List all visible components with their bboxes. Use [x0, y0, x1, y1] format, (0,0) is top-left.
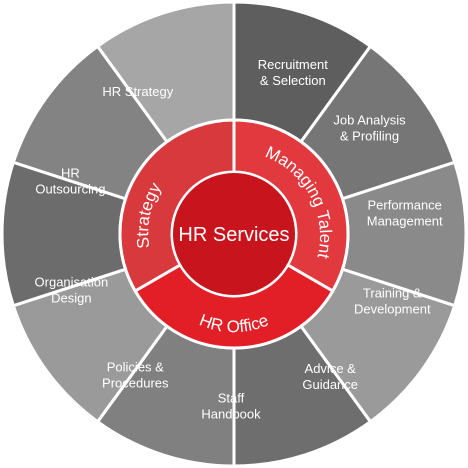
segment-label-policies-and-procedures: Policies &Procedures: [102, 359, 169, 390]
center-circle: [171, 171, 297, 297]
segment-label-training-and-development: Training &Development: [354, 286, 431, 317]
segment-label-job-analysis-and-profiling: Job Analysis& Profiling: [333, 113, 406, 144]
segment-label-advice-and-guidance: Advice &Guidance: [302, 361, 358, 392]
segment-label-recruitment-and-selection: Recruitment& Selection: [258, 57, 328, 88]
middle-ring: [118, 118, 350, 350]
segment-label-hr-strategy: HR Strategy: [102, 84, 173, 99]
center-label: HR Services: [178, 224, 289, 246]
